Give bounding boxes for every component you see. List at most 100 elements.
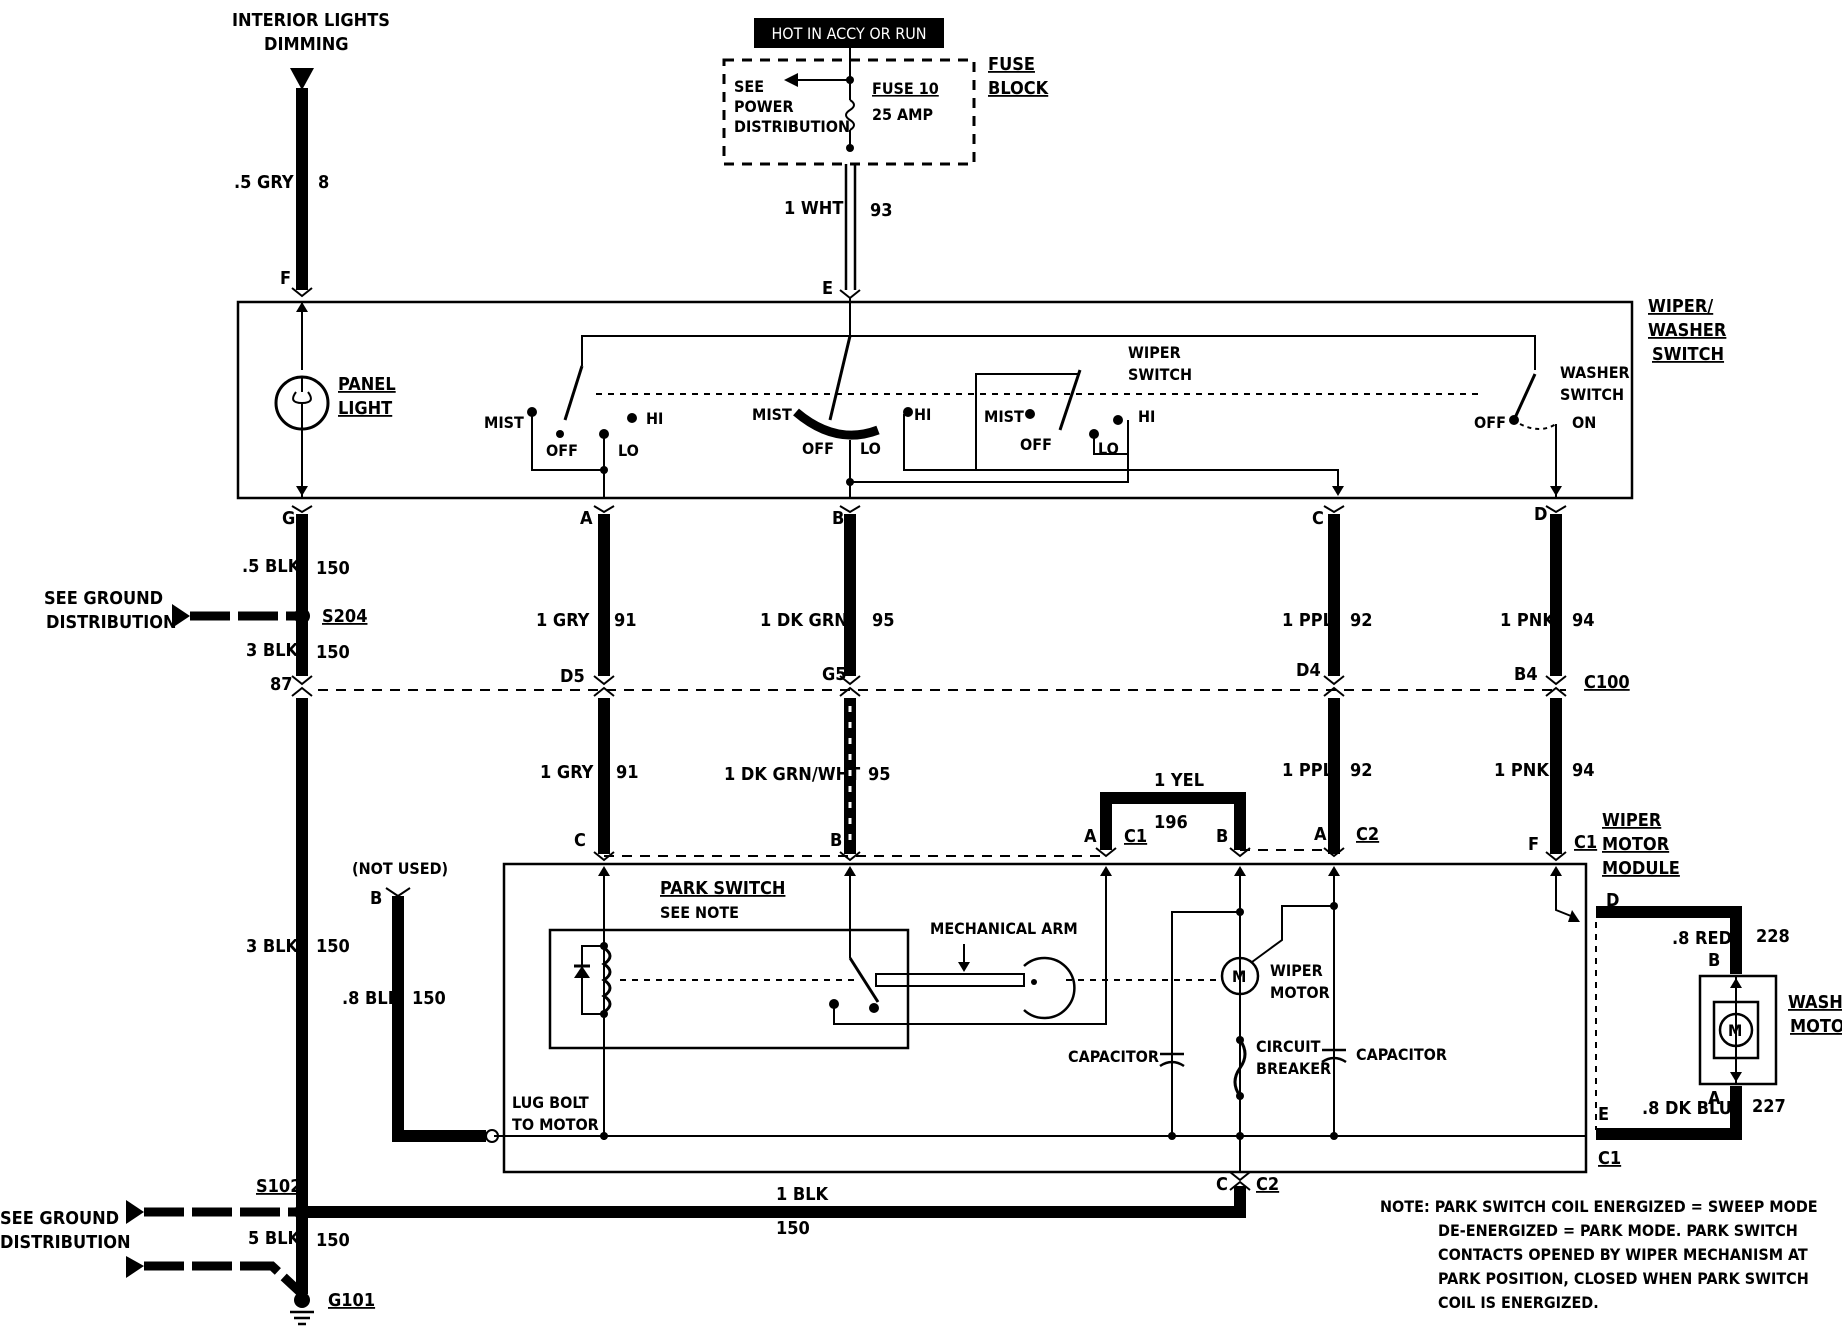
pin-mod-f: F [1528,834,1539,855]
conn-mod-c-icon [593,851,615,862]
washer-off-contact [1509,415,1519,425]
connector-f-icon [291,287,313,298]
wire-gry-8-color: .5 GRY [234,172,294,193]
washer-switch-blade [1512,373,1537,421]
washer-on: ON [1572,413,1596,432]
conn-bot-c-icon [1229,1171,1251,1191]
park-coil-icon [601,946,612,1014]
pin-b4: B4 [1514,664,1538,685]
wiper-washer-label-3: SWITCH [1652,344,1724,365]
wire-blk-a-color: .5 BLK [242,556,302,577]
switch-3-mist: MIST [984,407,1024,426]
switch-3-feed [975,373,1080,470]
pin-wm-b: B [1708,950,1720,971]
wire-pnk-bot-circuit: 94 [1572,760,1595,781]
capacitor-left-icon [1159,1060,1185,1068]
fuse-rating: 25 AMP [872,105,933,124]
wire-blk-c-circuit: 150 [316,936,350,957]
panel-light-arrow-down-icon [296,486,308,496]
conn-c2-bottom: C2 [1256,1174,1279,1195]
note-line-1: NOTE: PARK SWITCH COIL ENERGIZED = SWEEP… [1380,1197,1818,1216]
conn-c2-yel: C2 [1356,824,1379,845]
switch-c-arrow-icon [1332,486,1344,496]
pin-mod-b1: B [1216,826,1228,847]
switch-bus-left [581,298,851,366]
conn-mod-b-icon [839,851,861,862]
switch-1-junction [600,466,608,474]
wiper-washer-label-2: WASHER [1648,320,1727,341]
wire-wht-93-color: 1 WHT [784,198,843,219]
wm-arrow-top-icon [1730,978,1742,988]
mod-arrow-b-icon [844,866,856,876]
park-node-1 [600,942,608,950]
see-power-3: DISTRIBUTION [734,117,850,136]
pin-mod-e: E [1598,1104,1609,1125]
wire-blk-c-color: 3 BLK [246,936,300,957]
circuit-breaker-icon [1233,1039,1247,1097]
fuse-node-bottom [846,144,854,152]
connector-c100: C100 [1584,672,1630,693]
module-label-1: WIPER [1602,810,1662,831]
ground-lower-label-1: SEE GROUND [0,1208,119,1229]
diode-icon [574,966,590,978]
dimming-arrow-icon [290,68,314,90]
washer-motor-label-2: MOTOR [1790,1016,1842,1037]
washer-on-arc [1519,423,1557,430]
wm-arrow-bottom-icon [1730,1072,1742,1082]
wire-red-228 [1596,906,1742,974]
ground-g101: G101 [328,1290,375,1311]
conn-a-icon [593,505,615,514]
wire-red-circuit: 228 [1756,926,1790,947]
wire-pnk-bot-color: 1 PNK [1494,760,1550,781]
ground-lower-arrow-2-icon [126,1256,144,1278]
wiper-motor-module-box [502,862,1588,1174]
lug-bolt-label-1: LUG BOLT [512,1093,589,1112]
washer-motor-label-1: WASHER [1788,992,1842,1013]
mechanical-arm-label: MECHANICAL ARM [930,919,1078,938]
switch-1-mist-return [531,412,604,471]
wire-yel-color: 1 YEL [1154,770,1204,791]
wire-pnk-top-color: 1 PNK [1500,610,1556,631]
wiper-switch-label-2: SWITCH [1128,365,1192,384]
switch-2-mist: MIST [752,405,792,424]
conn-d-icon [1545,505,1567,514]
wiper-motor-label-2: MOTOR [1270,983,1330,1002]
ground-lower-wire-2 [144,1261,306,1298]
hot-label: HOT IN ACCY OR RUN [771,24,926,43]
washer-motor-inner-box [1712,1000,1760,1060]
splice-s204: S204 [322,606,367,627]
pin-c: C [1312,508,1324,529]
panel-light-label-1: PANEL [338,374,396,395]
wire-gry-bot-circuit: 91 [616,762,639,783]
conn-c1-bottom: C1 [1598,1148,1621,1169]
washer-off: OFF [1474,413,1506,432]
splice-s204-dot [294,608,310,624]
ground-lower-label-2: DISTRIBUTION [0,1232,131,1253]
cap-left-wire [1171,911,1240,1136]
park-contact-1 [869,1003,879,1013]
wire-blk-unused-color: .8 BLK [342,988,402,1009]
washer-switch-label-1: WASHER [1560,363,1630,382]
note-line-4: PARK POSITION, CLOSED WHEN PARK SWITCH [1438,1269,1809,1288]
fuse-name: FUSE 10 [872,79,939,98]
capacitor-left-label: CAPACITOR [1068,1047,1159,1066]
module-label-3: MODULE [1602,858,1680,879]
park-switch-box [548,928,910,1050]
wire-gry-8-circuit: 8 [318,172,329,193]
c100-pin-87-icon [291,675,313,697]
washer-motor-box [1698,974,1778,1086]
c100-pin-b4-icon [1545,675,1567,697]
pin-g5: G5 [822,664,847,685]
dimming-label-2: DIMMING [264,34,349,55]
mod-arrow-f-icon [1550,866,1562,876]
pin-d4: D4 [1296,660,1321,681]
ground-symbol-icon [290,1310,314,1326]
wire-blk-bottom-circuit: 150 [776,1218,810,1239]
park-switch-label: PARK SWITCH [660,878,785,899]
gnd-node-park [600,1132,608,1140]
ground-upper-label-2: DISTRIBUTION [46,612,177,633]
wire-blk-ground-color: 5 BLK [248,1228,302,1249]
switch-1-hi-contact [627,413,637,423]
switch-1-off: OFF [546,441,578,460]
